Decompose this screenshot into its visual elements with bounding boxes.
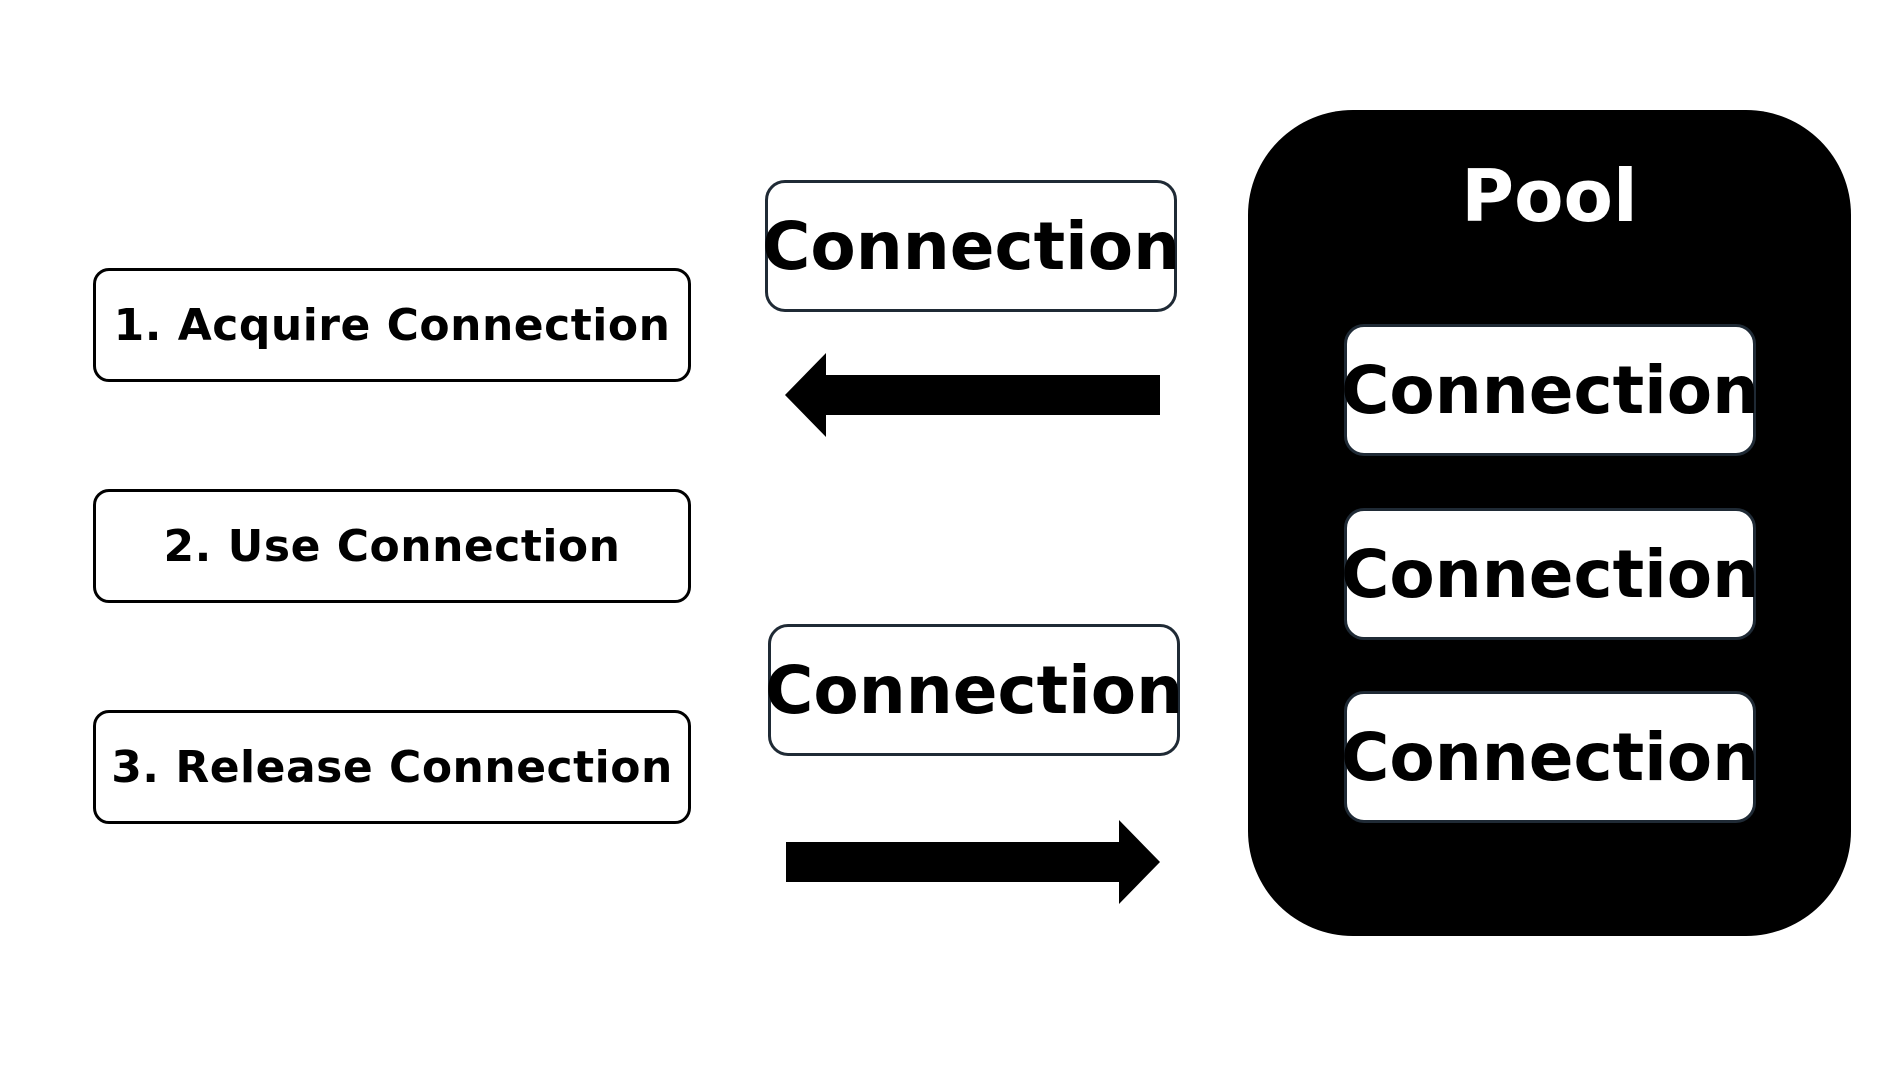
- step-use-connection: 2. Use Connection: [93, 489, 691, 603]
- acquire-arrow: [785, 353, 1160, 437]
- pooled-connection: Connection: [1341, 508, 1759, 640]
- pooled-connection: Connection: [1341, 691, 1759, 823]
- step-release-connection: 3. Release Connection: [93, 710, 691, 824]
- step-acquire-connection: 1. Acquire Connection: [93, 268, 691, 382]
- pooled-connection: Connection: [1341, 324, 1759, 456]
- acquired-connection: Connection: [762, 180, 1180, 312]
- release-arrow: [786, 820, 1160, 904]
- pool-title: Pool: [1461, 154, 1638, 238]
- released-connection: Connection: [765, 624, 1183, 756]
- connection-pool: Pool Connection Connection Connection: [1248, 110, 1851, 936]
